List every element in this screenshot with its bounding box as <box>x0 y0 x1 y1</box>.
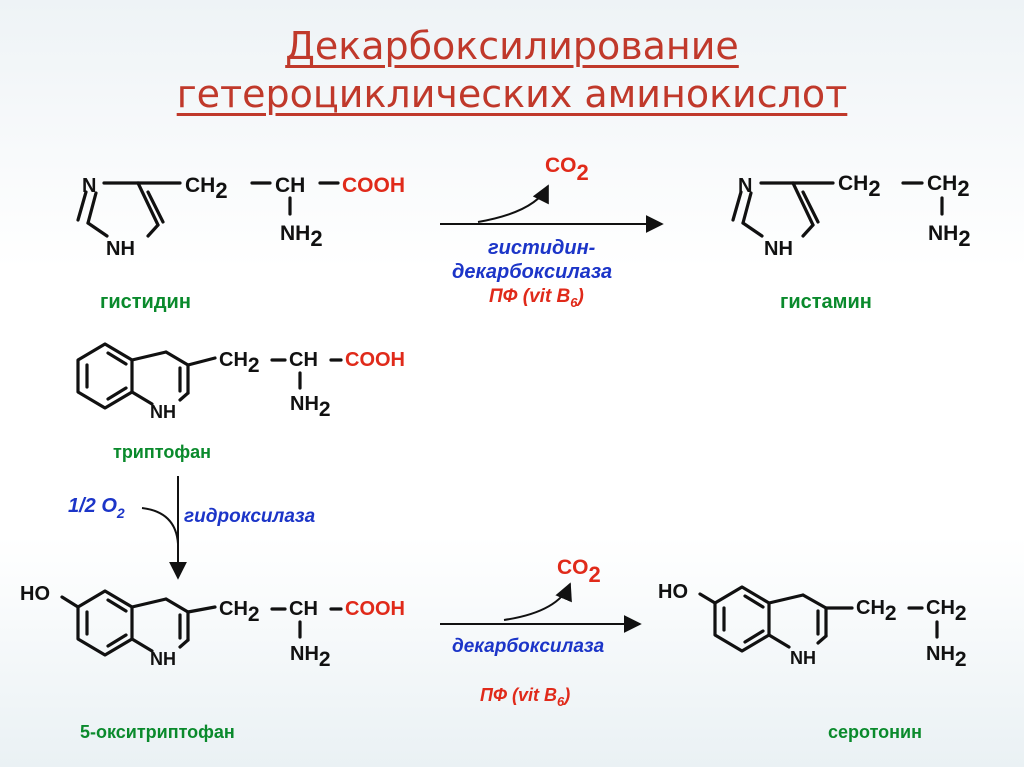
ring-nh: NH <box>106 238 135 260</box>
reaction-3-arrow <box>440 582 642 633</box>
imidazole-ring <box>76 181 165 238</box>
imidazole-ring-2 <box>731 181 820 238</box>
ch2-group-3: CH2 <box>219 349 260 377</box>
serotonin-label: серотонин <box>828 722 922 742</box>
ch2-group: CH2 <box>185 174 228 203</box>
ch2-group-2b: CH2 <box>927 172 970 201</box>
ch-group-4: CH <box>289 598 318 620</box>
ch2-group-2a: CH2 <box>838 172 881 201</box>
title-line-2: гетероциклических аминокислот <box>176 72 848 116</box>
enzyme-histidine-decarboxylase-2: декарбоксилаза <box>452 261 612 283</box>
enzyme-decarboxylase: декарбоксилаза <box>452 636 605 657</box>
reaction-2-arrow <box>141 476 187 580</box>
cooh-group-3: COOH <box>345 349 405 371</box>
hydroxyl-group: HO <box>20 583 50 605</box>
ring-nitrogen: N <box>82 175 96 197</box>
indole-ring <box>76 342 190 410</box>
nh2-group: NH2 <box>280 222 323 251</box>
ring-nitrogen-2: N <box>738 175 752 197</box>
ch2-group-5b: CH2 <box>926 597 967 625</box>
reaction-1-arrow <box>440 184 664 233</box>
enzyme-histidine-decarboxylase-1: гистидин- <box>488 237 596 259</box>
histamine-label: гистамин <box>780 291 872 313</box>
title-line-1: Декарбоксилирование <box>285 24 739 68</box>
indole-ring-3 <box>698 585 828 653</box>
nh2-group-3: NH2 <box>290 393 331 421</box>
serotonin-structure: HO NH CH2 CH2 NH2 <box>658 581 967 671</box>
enzyme-hydroxylase: гидроксилаза <box>184 506 316 527</box>
ch-group: CH <box>275 174 305 197</box>
oxygen-reagent: 1/2 O2 <box>68 495 125 521</box>
tryptophan-structure: NH CH2 CH COOH NH2 <box>76 342 405 422</box>
histidine-structure: N NH CH2 CH COOH NH2 <box>76 174 405 260</box>
indole-nh: NH <box>150 402 176 422</box>
cooh-group-4: COOH <box>345 598 405 620</box>
ch2-group-5a: CH2 <box>856 597 897 625</box>
hydroxytryptophan-structure: HO NH CH2 CH COOH NH2 <box>20 583 405 671</box>
ch-group-3: CH <box>289 349 318 371</box>
hydroxyl-group-2: HO <box>658 581 688 603</box>
histidine-label: гистидин <box>100 291 191 313</box>
indole-ring-2 <box>60 589 190 657</box>
nh2-group-4: NH2 <box>290 643 331 671</box>
indole-nh-2: NH <box>150 649 176 669</box>
nh2-group-2: NH2 <box>928 222 971 251</box>
hydroxytryptophan-label: 5-окситриптофан <box>80 722 235 742</box>
tryptophan-label: триптофан <box>113 442 211 462</box>
co2-released-2: CO2 <box>557 556 601 587</box>
nh2-group-5: NH2 <box>926 643 967 671</box>
ch2-group-4: CH2 <box>219 598 260 626</box>
cofactor-1: ПФ (vit B6) <box>489 286 584 310</box>
indole-nh-3: NH <box>790 648 816 668</box>
cofactor-2: ПФ (vit B6) <box>480 685 570 709</box>
histamine-structure: N NH CH2 CH2 NH2 <box>731 172 971 260</box>
co2-released-1: CO2 <box>545 154 589 185</box>
ring-nh-2: NH <box>764 238 793 260</box>
cooh-group: COOH <box>342 174 405 197</box>
